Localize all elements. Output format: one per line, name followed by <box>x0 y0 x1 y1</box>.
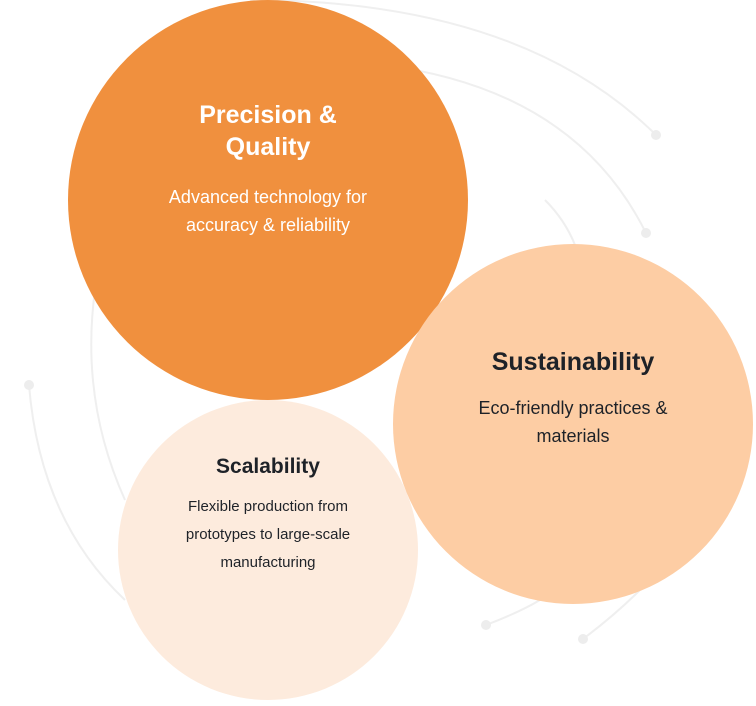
arc-inner-left <box>90 289 126 501</box>
arc-dot <box>24 380 34 390</box>
arc-outer-top <box>249 0 657 136</box>
precision-quality-circle: Precision & Quality Advanced technology … <box>68 0 468 400</box>
arc-mid <box>544 199 576 246</box>
arc-bottom-1 <box>485 599 541 626</box>
precision-title: Precision & Quality <box>199 101 337 161</box>
arc-dot <box>641 228 651 238</box>
sustainability-description: Eco-friendly practices & materials <box>478 398 668 446</box>
arc-dot <box>651 130 661 140</box>
precision-description: Advanced technology for accuracy & relia… <box>168 187 368 235</box>
arc-bottom-2 <box>582 589 641 640</box>
scalability-circle: Scalability Flexible production from pro… <box>118 400 418 700</box>
sustainability-circle: Sustainability Eco-friendly practices & … <box>393 244 753 604</box>
arc-outer-left <box>28 384 126 601</box>
arc-dot <box>481 620 491 630</box>
sustainability-title: Sustainability <box>491 348 655 376</box>
scalability-title: Scalability <box>216 455 320 478</box>
arc-dot <box>578 634 588 644</box>
scalability-description: Flexible production from prototypes to l… <box>185 498 351 571</box>
